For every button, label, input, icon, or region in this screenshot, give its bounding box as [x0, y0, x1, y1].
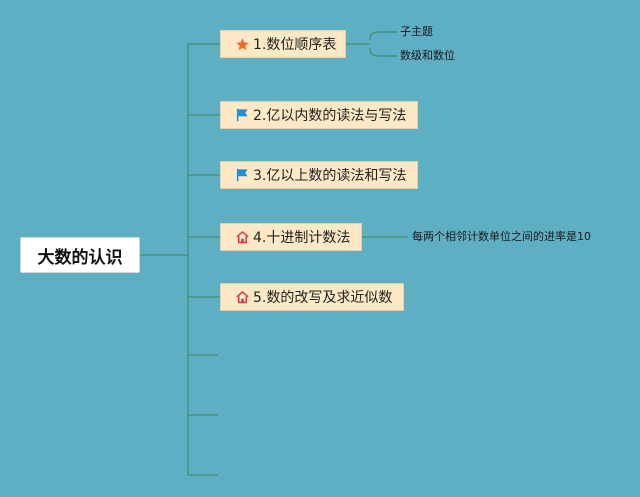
subtopic-1-1[interactable]: 子主题 — [400, 25, 433, 38]
house-icon — [234, 289, 250, 305]
topic-5[interactable]: 5.数的改写及求近似数 — [220, 283, 404, 311]
flag-icon — [234, 107, 250, 123]
topic-5-label: 5.数的改写及求近似数 — [253, 290, 393, 306]
topic-3-label: 3.亿以上数的读法和写法 — [253, 168, 407, 184]
flag-icon — [234, 167, 250, 183]
topic-1[interactable]: 1.数位顺序表 — [220, 30, 346, 58]
topic-4[interactable]: 4.十进制计数法 — [220, 223, 362, 251]
root-topic-label: 大数的认识 — [37, 247, 123, 268]
root-topic[interactable]: 大数的认识 — [20, 237, 140, 273]
topic-2[interactable]: 2.亿以内数的读法与写法 — [220, 101, 418, 129]
topic-3[interactable]: 3.亿以上数的读法和写法 — [220, 161, 418, 189]
house-icon — [234, 229, 250, 245]
topic-2-label: 2.亿以内数的读法与写法 — [253, 108, 407, 124]
topic-4-label: 4.十进制计数法 — [253, 230, 351, 246]
star-icon — [234, 36, 250, 52]
subtopic-1-2[interactable]: 数级和数位 — [400, 49, 455, 62]
topic-1-label: 1.数位顺序表 — [253, 37, 337, 53]
subtopic-4-1[interactable]: 每两个相邻计数单位之间的进率是10 — [412, 230, 591, 243]
